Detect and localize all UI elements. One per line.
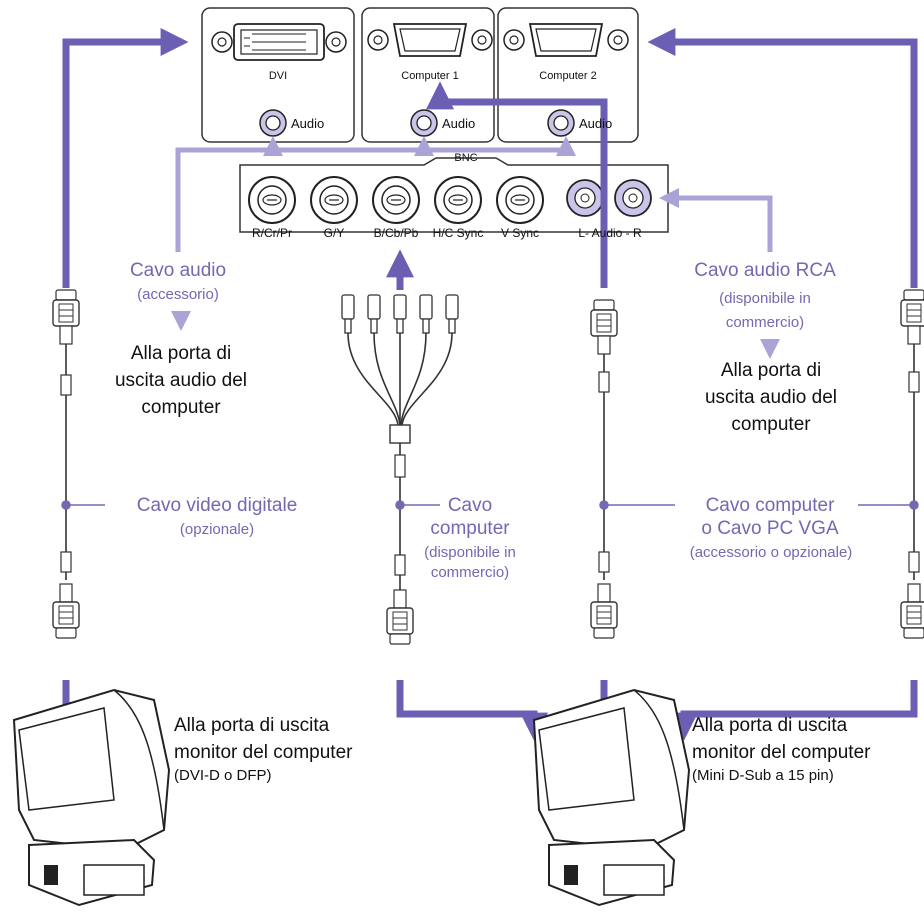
label-monitor-right-note: (Mini D-Sub a 15 pin) (692, 767, 834, 784)
port-label-computer1: Computer 1 (401, 70, 459, 82)
arrow-rca-cable (659, 188, 773, 252)
label-cavo-pc-vga: Cavo computer o Cavo PC VGA (701, 495, 839, 539)
label-cavo-audio-note: (accessorio) (137, 286, 219, 303)
cable-vga-1 (590, 299, 618, 639)
rca-jacks (566, 179, 652, 217)
label-audio-destination-left: Alla porta di uscita audio del computer (114, 343, 248, 418)
port-label-dvi: DVI (268, 70, 288, 82)
cable-bnc (341, 294, 459, 590)
dvi-panel (201, 7, 355, 143)
arrow-right-to-monitor (670, 680, 918, 741)
right-monitor (533, 689, 690, 906)
rca-label: L- Audio - R (578, 226, 642, 240)
label-monitor-left: Alla porta di uscita monitor del compute… (174, 715, 353, 763)
port-label-computer2: Computer 2 (539, 70, 597, 82)
bnc-label-b: B/Cb/Pb (373, 226, 419, 240)
bnc-label-g: G/Y (323, 226, 345, 240)
bnc-label-r: R/Cr/Pr (252, 226, 292, 240)
label-cavo-video-digitale: Cavo video digitale (136, 495, 298, 516)
light-arrows (171, 136, 780, 359)
arrow-computer2-cable (647, 28, 918, 288)
label-cavo-audio: Cavo audio (129, 260, 227, 281)
arrow-bnc-to-monitor (396, 680, 548, 741)
audio-label-computer1: Audio (442, 116, 476, 131)
bnc-label-hsync: H/C Sync (432, 226, 484, 240)
bnc-label-vsync: V Sync (500, 226, 539, 240)
label-cavo-pc-vga-note: (accessorio o opzionale) (689, 544, 853, 561)
label-cavo-rca: Cavo audio RCA (694, 260, 836, 281)
bnc-title: BNC (454, 152, 478, 164)
label-monitor-left-note: (DVI-D o DFP) (174, 767, 272, 784)
cable-vga-2 (900, 289, 924, 639)
arrow-audio-cable (175, 147, 566, 252)
bnc-panel (239, 157, 669, 233)
audio-label-dvi: Audio (291, 116, 325, 131)
cable-dvi (52, 289, 80, 639)
label-cavo-computer: Cavo computer (430, 495, 510, 539)
arrow-computer1-cable (426, 81, 608, 288)
label-monitor-right: Alla porta di uscita monitor del compute… (692, 715, 871, 763)
leader-lines (61, 500, 919, 510)
label-cavo-video-note: (opzionale) (179, 521, 255, 538)
arrow-dvi-cable (62, 28, 189, 288)
label-audio-destination-right: Alla porta di uscita audio del computer (704, 360, 838, 435)
left-monitor (13, 689, 170, 906)
label-cavo-rca-note: (disponibile in commercio) (719, 290, 811, 331)
audio-label-computer2: Audio (579, 116, 613, 131)
label-cavo-computer-note: (disponibile in commercio) (424, 544, 516, 581)
